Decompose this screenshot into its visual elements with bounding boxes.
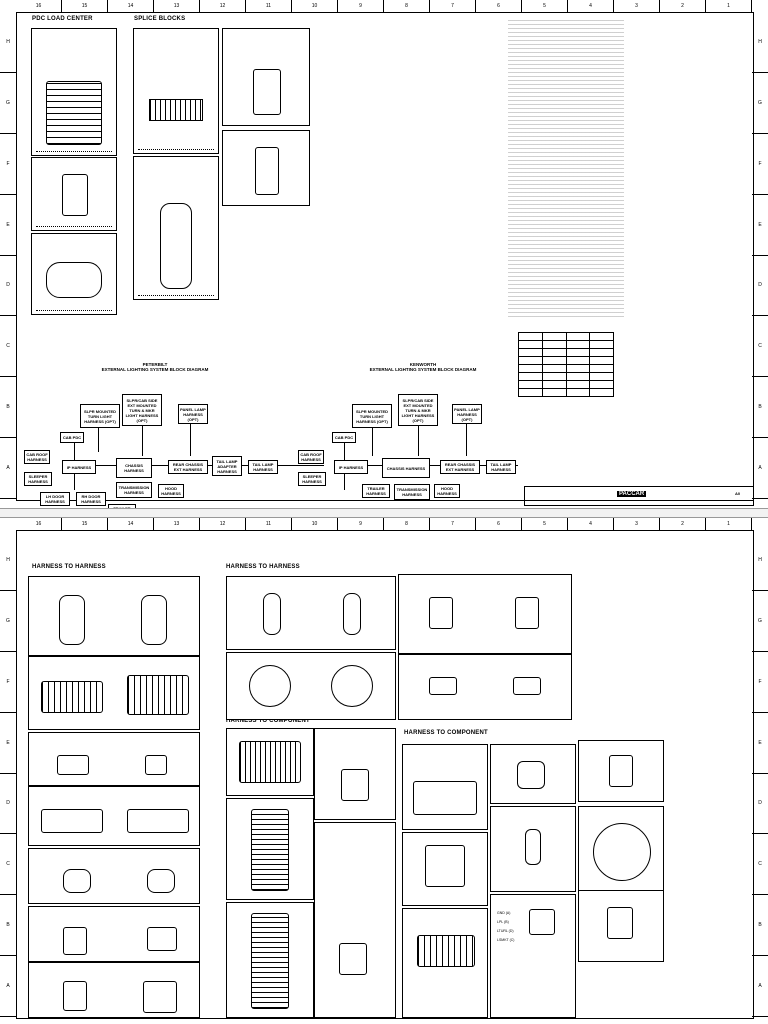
pb-hood-block: HOOD HARNESS xyxy=(158,484,184,498)
h2c-right-component-1 xyxy=(402,744,488,830)
pb-tail-lamp-adapter-block: TAIL LAMP ADAPTER HARNESS xyxy=(212,456,242,476)
h2c-component-1 xyxy=(226,728,314,796)
h2h-connector-pair-3 xyxy=(28,732,200,786)
kw-chassis-block: CHASSIS HARNESS xyxy=(382,458,430,478)
h2c-right-component-4 xyxy=(490,744,576,804)
pb-chassis-block: CHASSIS HARNESS xyxy=(116,458,152,478)
kw-slpr-mounted-block: SLPR MOUNTED TURN LIGHT HARNESS (OPT) xyxy=(352,404,392,428)
drawing-frame-2 xyxy=(16,530,754,1019)
pin-label-lsmkt: LSMKT (C) xyxy=(497,938,515,942)
pb-sleeper-block: SLEEPER HARNESS xyxy=(24,472,52,486)
pb-rh-door-block: RH DOOR HARNESS xyxy=(76,492,106,506)
kw-slpr-cab-block: SLPR/CAB SIDE EXT MOUNTED TURN & MKR LIG… xyxy=(398,394,438,426)
kw-sleeper-block: SLEEPER HARNESS xyxy=(298,472,326,486)
h2h-connector-pair-7 xyxy=(28,962,200,1018)
pb-tail-lamp-block: TAIL LAMP HARNESS xyxy=(248,460,278,474)
h2c-right-component-9 xyxy=(578,890,664,962)
kw-cab-pdc-block: CAB PDC xyxy=(332,432,356,443)
h2c-right-component-2 xyxy=(402,832,488,906)
kw-transmission-block: TRANSMISSION HARNESS xyxy=(394,484,430,500)
kenworth-diagram-title: KENWORTH EXTERNAL LIGHTING SYSTEM BLOCK … xyxy=(369,362,477,372)
pb-ip-harness-block: IP HARNESS xyxy=(62,460,96,474)
h2h-connector-pair-4 xyxy=(28,786,200,846)
h2c-right-component-8 xyxy=(578,806,664,902)
h2c-right-component-7 xyxy=(578,740,664,802)
h2c-component-3 xyxy=(226,902,314,1018)
pin-label-lpl: LPL (B) xyxy=(497,920,509,924)
splice-block-view-2 xyxy=(222,28,310,126)
h2h-mid-title: HARNESS TO HARNESS xyxy=(226,564,300,570)
kw-rear-chassis-block: REAR CHASSIS EXT HARNESS xyxy=(440,460,480,474)
h2c-right-title: HARNESS TO COMPONENT xyxy=(404,730,488,736)
kw-ip-harness-block: IP HARNESS xyxy=(334,460,368,474)
h2h-right-pair-1 xyxy=(398,574,572,654)
pb-cab-pdc-block: CAB PDC xyxy=(60,432,84,443)
pb-slpr-mounted-block: SLPR MOUNTED TURN LIGHT HARNESS (OPT) xyxy=(80,404,120,428)
h2h-connector-pair-5 xyxy=(28,848,200,904)
pb-cab-roof-block: CAB ROOF HARNESS xyxy=(24,450,50,464)
pb-rear-chassis-block: REAR CHASSIS EXT HARNESS xyxy=(168,460,208,474)
splice-blocks-title: SPLICE BLOCKS xyxy=(134,16,186,22)
kw-tail-lamp-block: TAIL LAMP HARNESS xyxy=(486,460,516,474)
general-notes-block xyxy=(508,20,624,320)
splice-block-view-1 xyxy=(133,28,219,154)
h2h-mid-pair-2 xyxy=(226,652,396,720)
peterbilt-diagram-title: PETERBILT EXTERNAL LIGHTING SYSTEM BLOCK… xyxy=(101,362,209,372)
h2c-mid-title: HARNESS TO COMPONENT xyxy=(226,718,310,724)
pb-panel-lamp-block: PANEL LAMP HARNESS (OPT) xyxy=(178,404,208,424)
pin-label-lturl: LTURL (D) xyxy=(497,929,514,933)
h2c-component-5 xyxy=(314,822,396,1018)
pb-lh-door-block: LH DOOR HARNESS xyxy=(40,492,70,506)
h2h-mid-pair-1 xyxy=(226,576,396,650)
h2h-connector-pair-2 xyxy=(28,656,200,730)
pdc-connector-view-1 xyxy=(31,28,117,156)
sheet-separator xyxy=(0,508,768,518)
splice-block-view-3 xyxy=(222,130,310,206)
h2c-component-4 xyxy=(314,728,396,820)
title-block: PACCAR A0 xyxy=(524,486,754,506)
kw-hood-block: HOOD HARNESS xyxy=(434,484,460,498)
h2c-right-component-6: GND (A) LPL (B) LTURL (D) LSMKT (C) xyxy=(490,894,576,1018)
pdc-connector-view-3 xyxy=(31,233,117,315)
pin-label-gnd: GND (A) xyxy=(497,911,511,915)
pdc-load-center-title: PDC LOAD CENTER xyxy=(32,16,93,22)
notes-table xyxy=(518,332,614,397)
pb-slpr-cab-block: SLPR/CAB SIDE EXT MOUNTED TURN & MKR LIG… xyxy=(122,394,162,426)
h2c-right-component-3 xyxy=(402,908,488,1018)
kw-trailer-block: TRAILER HARNESS xyxy=(362,484,390,498)
h2h-connector-pair-1 xyxy=(28,576,200,656)
splice-block-view-4 xyxy=(133,156,219,300)
h2h-left-title: HARNESS TO HARNESS xyxy=(32,564,106,570)
h2c-component-2 xyxy=(226,798,314,900)
h2h-right-pair-2 xyxy=(398,654,572,720)
pb-transmission-block: TRANSMISSION HARNESS xyxy=(116,482,152,498)
paccar-logo: PACCAR xyxy=(617,491,647,497)
h2c-right-component-5 xyxy=(490,806,576,892)
kw-cab-roof-block: CAB ROOF HARNESS xyxy=(298,450,324,464)
sheet-number: A0 xyxy=(735,491,741,496)
kw-panel-lamp-block: PANEL LAMP HARNESS (OPT) xyxy=(452,404,482,424)
h2h-connector-pair-6 xyxy=(28,906,200,962)
drawing-frame xyxy=(16,12,754,501)
pdc-connector-view-2 xyxy=(31,157,117,231)
